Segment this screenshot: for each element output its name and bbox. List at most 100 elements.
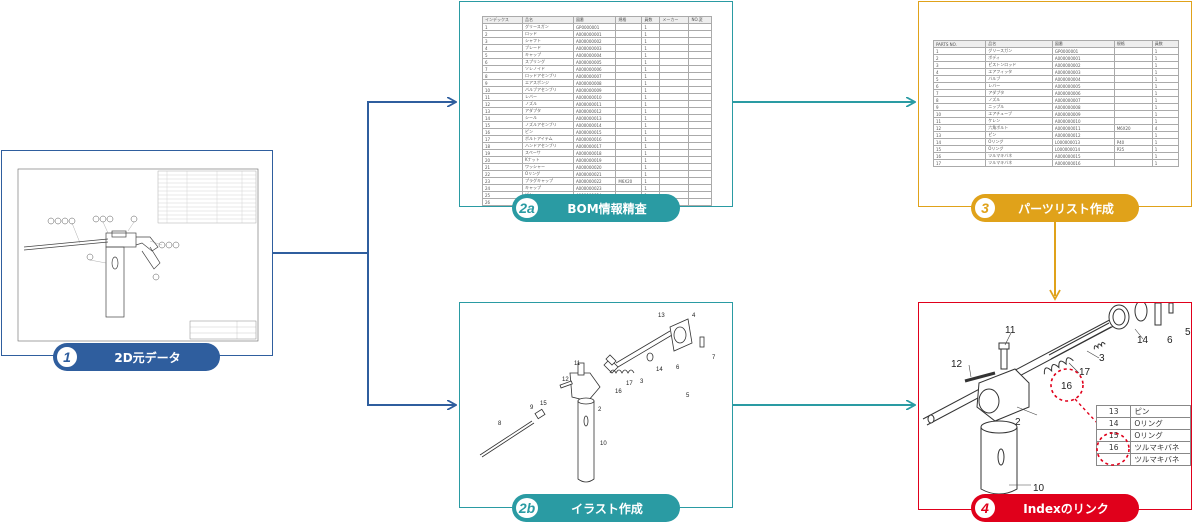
bom-table-header-cell: 員数 — [642, 17, 660, 24]
bom-table-cell — [689, 87, 712, 94]
bom-table-cell — [616, 150, 642, 157]
panel-index-link: 2356101112141617 13ピン14Oリング15Oリング16ツルマキバ… — [918, 302, 1192, 510]
bom-table-row: 24キャップA0000000231 — [483, 185, 712, 192]
bom-table-row: 12ノズルA0000000111 — [483, 101, 712, 108]
step-4-badge: 4 — [973, 496, 997, 520]
parts-list-cell: A000000003 — [1052, 69, 1114, 76]
index-link-row[interactable]: ツルマキバネ — [1097, 454, 1191, 466]
parts-list-cell: 1 — [1152, 104, 1178, 111]
bom-table-header-cell: 図番 — [573, 17, 615, 24]
zoom-callout-label: 14 — [1137, 335, 1149, 346]
step-2a-pill[interactable]: 2a BOM情報精査 — [512, 194, 680, 222]
panel-exploded-illustration: 1234567891011121314151617 — [459, 302, 733, 508]
bom-table-cell — [689, 108, 712, 115]
bom-table-cell: 1 — [483, 24, 523, 31]
bom-table-cell: 1 — [642, 73, 660, 80]
bom-table-cell: レバー — [522, 94, 573, 101]
bom-table-cell — [616, 129, 642, 136]
index-link-part-name: ピン — [1131, 406, 1191, 418]
bom-table-cell: バルブアセンブリ — [522, 87, 573, 94]
parts-list-cell: 1 — [934, 48, 986, 55]
bom-table-cell: 22 — [483, 171, 523, 178]
parts-list-row: 11ケレンA0000000101 — [934, 118, 1179, 125]
step-2b-pill[interactable]: 2b イラスト作成 — [512, 494, 680, 522]
bom-table-cell: A000000019 — [573, 157, 615, 164]
parts-list-cell: A000000004 — [1052, 76, 1114, 83]
illustration-callout-label: 13 — [658, 313, 665, 319]
bom-table-cell — [616, 45, 642, 52]
bom-table-cell — [660, 80, 689, 87]
bom-table-cell: 1 — [642, 94, 660, 101]
bom-table-cell — [660, 59, 689, 66]
bom-table-cell — [616, 164, 642, 171]
parts-list-cell — [1114, 118, 1152, 125]
bom-table-cell: 1 — [642, 164, 660, 171]
bom-table-cell — [689, 94, 712, 101]
bom-table-cell — [616, 38, 642, 45]
parts-list-row: 14OリングL000000013P401 — [934, 139, 1179, 146]
bom-table-row: 18ハンドアセンブリA0000000171 — [483, 143, 712, 150]
parts-list-cell: 1 — [1152, 76, 1178, 83]
bom-table-cell: ボルトアイテム — [522, 136, 573, 143]
bom-table-cell: 1 — [642, 101, 660, 108]
bom-table-cell: ロッドアセンブリ — [522, 73, 573, 80]
parts-list-cell: A000000002 — [1052, 62, 1114, 69]
parts-list-cell: 1 — [1152, 153, 1178, 160]
bom-table-cell: 19 — [483, 150, 523, 157]
bom-table-cell — [689, 192, 712, 199]
step-2a-label: BOM情報精査 — [544, 200, 670, 217]
parts-list-header-row: PARTS NO.品名図番規格員数 — [934, 41, 1179, 48]
bom-table-cell: 6 — [483, 59, 523, 66]
parts-list-cell — [1114, 111, 1152, 118]
parts-list-row: 1グリースガンGP00000011 — [934, 48, 1179, 55]
bom-table-cell — [660, 38, 689, 45]
parts-list-row: 5バルブA0000000041 — [934, 76, 1179, 83]
step-3-pill[interactable]: 3 パーツリスト作成 — [971, 194, 1139, 222]
bom-table-cell: A000000018 — [573, 150, 615, 157]
bom-table-row: 9エアスポンジA0000000081 — [483, 80, 712, 87]
bom-table-cell — [616, 143, 642, 150]
bom-table-cell — [616, 24, 642, 31]
parts-list-header-cell: 品名 — [986, 41, 1053, 48]
parts-list-cell: 11 — [934, 118, 986, 125]
parts-list-cell: 8 — [934, 97, 986, 104]
bom-table-cell: 1 — [642, 178, 660, 185]
bom-table-cell: 1 — [642, 150, 660, 157]
parts-list-table: PARTS NO.品名図番規格員数1グリースガンGP000000112ボディA0… — [933, 40, 1179, 167]
parts-list-cell: 16 — [934, 153, 986, 160]
bom-table-row: 21ワッシャーA0000000201 — [483, 164, 712, 171]
bom-table-cell — [689, 80, 712, 87]
parts-list-cell: 9 — [934, 104, 986, 111]
bom-table-cell: A000000004 — [573, 52, 615, 59]
zoom-callout-label: 5 — [1185, 327, 1191, 338]
parts-list-cell: 1 — [1152, 97, 1178, 104]
zoom-callout-label: 10 — [1033, 483, 1045, 494]
step-1-pill[interactable]: 1 2D元データ — [53, 343, 220, 371]
index-link-number — [1097, 454, 1131, 466]
parts-list-cell: 15 — [934, 146, 986, 153]
zoom-callout-label: 16 — [1061, 381, 1073, 392]
bom-table-cell: 2 — [483, 31, 523, 38]
bom-table: インデックス品名図番規格員数メーカーNO.変1グリースガンGP000000112… — [482, 16, 712, 207]
parts-list-cell: ピストンロッド — [986, 62, 1053, 69]
bom-table-cell: A000000003 — [573, 45, 615, 52]
bom-table-cell: A000000013 — [573, 115, 615, 122]
illustration-callout-label: 11 — [574, 361, 581, 367]
parts-list-cell: 2 — [934, 55, 986, 62]
bom-table-cell — [689, 59, 712, 66]
bom-table-header-cell: メーカー — [660, 17, 689, 24]
bom-table-cell — [660, 129, 689, 136]
bom-table-cell — [689, 185, 712, 192]
bom-table-cell — [660, 122, 689, 129]
step-4-pill[interactable]: 4 Indexのリンク — [971, 494, 1139, 522]
panel-bom-spreadsheet: インデックス品名図番規格員数メーカーNO.変1グリースガンGP000000112… — [459, 1, 733, 207]
bom-table-cell — [616, 31, 642, 38]
